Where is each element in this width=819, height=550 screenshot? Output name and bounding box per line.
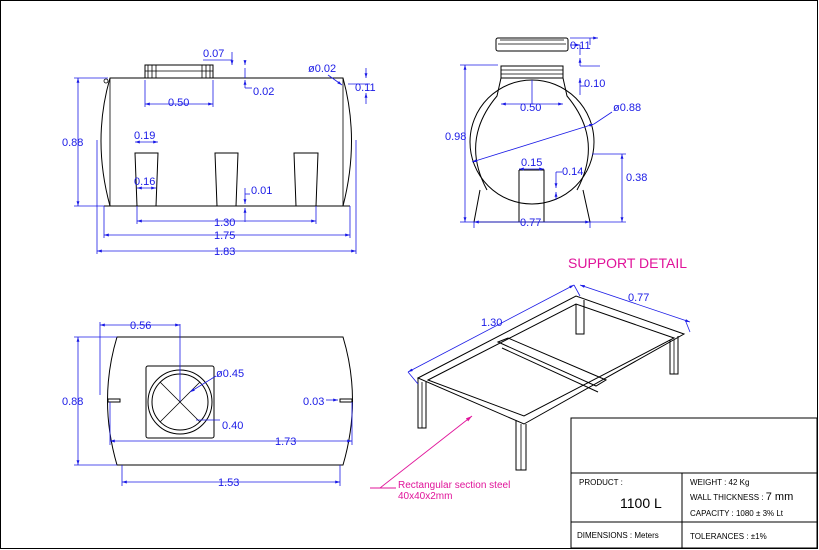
tolerances-text: TOLERANCES : ±1% bbox=[690, 532, 767, 541]
weight-text: WEIGHT : 42 Kg bbox=[690, 478, 749, 487]
side-inlet-width-label: 0.50 bbox=[168, 97, 189, 109]
side-height-label: 0.88 bbox=[62, 137, 83, 149]
side-base-length-label: 1.30 bbox=[214, 217, 235, 229]
top-hatch-size-label: 0.40 bbox=[222, 420, 243, 432]
side-neck-height-label: 0.02 bbox=[253, 86, 274, 98]
end-lid-height-label: 0.11 bbox=[570, 40, 591, 52]
support-frame bbox=[416, 295, 686, 471]
top-view bbox=[107, 324, 353, 466]
end-neck-height-label: 0.10 bbox=[584, 78, 605, 90]
side-view bbox=[100, 64, 352, 207]
side-right-height-label: 0.11 bbox=[355, 82, 376, 94]
product-value: 1100 L bbox=[620, 495, 662, 511]
top-inlet-offset-label: 0.56 bbox=[130, 320, 151, 332]
end-diameter-label: ø0.88 bbox=[613, 102, 641, 114]
side-view-foot-left bbox=[134, 152, 159, 207]
top-view-body bbox=[107, 336, 353, 466]
support-dimensions: 1.30 0.77 bbox=[407, 284, 691, 385]
side-foot-gap-label: 0.16 bbox=[134, 176, 155, 188]
product-label: PRODUCT : bbox=[579, 478, 623, 487]
top-manhole-dia-label: ø0.45 bbox=[216, 368, 244, 380]
end-height-label: 0.98 bbox=[445, 131, 466, 143]
capacity-text: CAPACITY : 1080 ± 3% Lt bbox=[690, 509, 784, 518]
wall-thickness-value: 7 mm bbox=[766, 491, 794, 503]
side-ground-gap-label: 0.01 bbox=[251, 185, 272, 197]
dimensions-text: DIMENSIONS : Meters bbox=[577, 531, 659, 540]
side-view-dimensions: 0.50 0.07 0.02 ø0.02 0.11 0.88 0.19 0.16… bbox=[62, 48, 376, 258]
support-note-line2: 40x40x2mm bbox=[398, 491, 452, 502]
top-length-label: 1.73 bbox=[275, 436, 296, 448]
top-view-drain-left bbox=[107, 398, 121, 403]
side-overall-length-label: 1.83 bbox=[214, 246, 235, 258]
end-foot-width-label: 0.15 bbox=[521, 157, 542, 169]
wall-thickness-label: WALL THICKNESS : 7 mm bbox=[690, 491, 793, 503]
top-width-label: 0.88 bbox=[62, 396, 83, 408]
end-base-width-label: 0.77 bbox=[520, 217, 541, 229]
support-width-label: 0.77 bbox=[628, 292, 649, 304]
top-drain-dia-label: 0.03 bbox=[303, 396, 324, 408]
top-view-dimensions: 0.56 0.88 ø0.45 0.03 0.40 1.73 1.53 bbox=[62, 320, 353, 489]
end-view-lid bbox=[495, 37, 569, 52]
side-top-offset-label: 0.07 bbox=[203, 48, 224, 60]
end-saddle-height-label: 0.38 bbox=[626, 172, 647, 184]
top-base-length-label: 1.53 bbox=[218, 477, 239, 489]
support-title: SUPPORT DETAIL bbox=[568, 255, 687, 271]
support-note-line1: Rectangular section steel bbox=[398, 480, 510, 491]
support-length-label: 1.30 bbox=[481, 317, 502, 329]
side-view-foot-mid bbox=[214, 152, 239, 207]
side-view-inlet bbox=[144, 64, 214, 79]
side-body-length-label: 1.75 bbox=[214, 230, 235, 242]
end-view-dimensions: 0.11 0.10 0.50 ø0.88 0.98 0.15 0.14 0.38… bbox=[445, 36, 647, 229]
support-note: Rectangular section steel 40x40x2mm bbox=[370, 415, 510, 502]
title-block: PRODUCT : 1100 L WEIGHT : 42 Kg WALL THI… bbox=[570, 417, 818, 549]
end-inlet-width-label: 0.50 bbox=[520, 102, 541, 114]
side-foot-width-label: 0.19 bbox=[134, 130, 155, 142]
end-foot-height-label: 0.14 bbox=[562, 166, 583, 178]
side-cap-dia-label: ø0.02 bbox=[308, 63, 336, 75]
top-view-drain-right bbox=[339, 398, 353, 403]
side-view-foot-right bbox=[293, 152, 319, 207]
